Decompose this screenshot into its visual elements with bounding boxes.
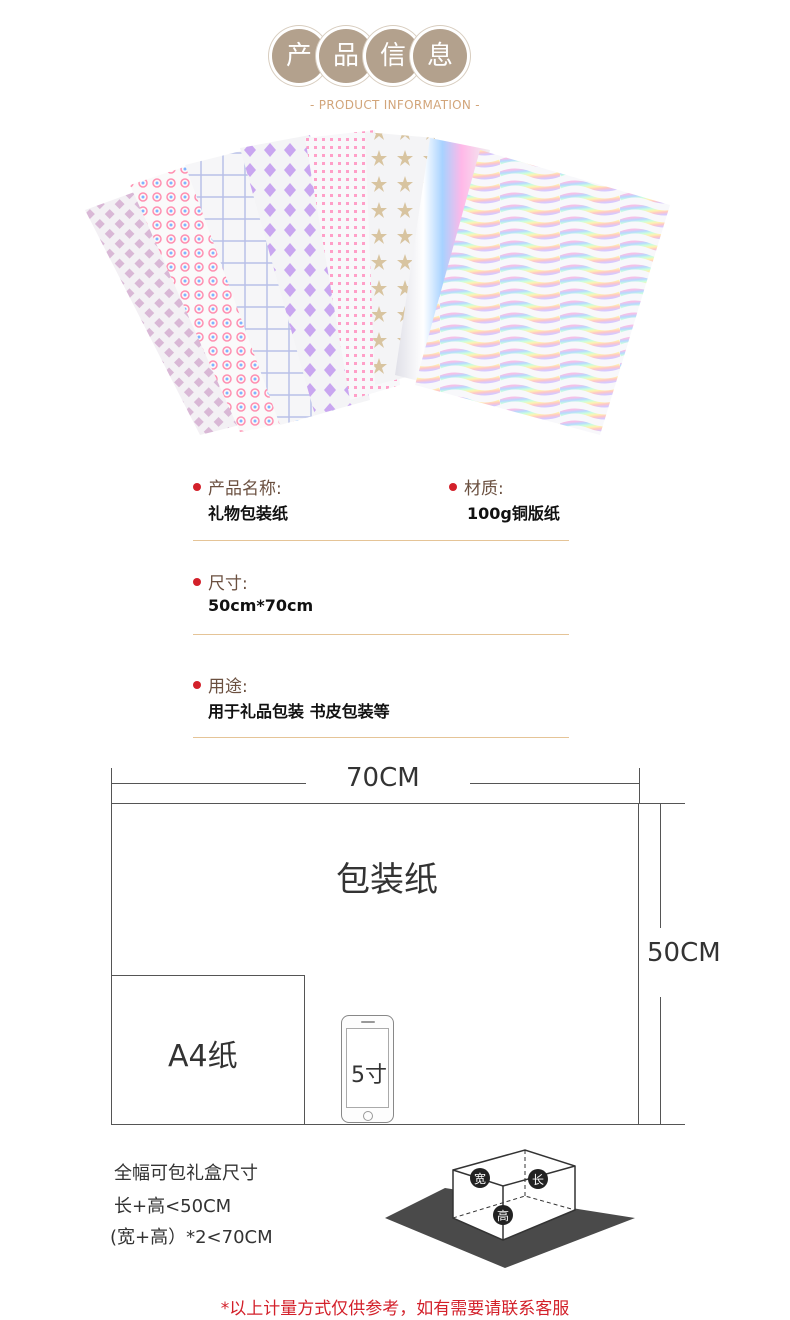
disclaimer-text: *以上计量方式仅供参考，如有需要请联系客服 [220,1299,570,1319]
width-dimension: 70CM [346,763,420,793]
box-width-label: 宽 [474,1171,486,1186]
dimension-line [470,783,639,784]
phone-home-button [363,1111,373,1121]
title-char-2: 品 [319,29,373,83]
wrapping-paper-label: 包装纸 [336,860,438,900]
title-char-4: 息 [413,29,467,83]
separator [193,540,569,541]
box-length-label: 长 [532,1173,544,1187]
dimension-line [660,997,661,1124]
usage-value: 用于礼品包装 书皮包装等 [208,702,390,721]
bullet-icon [193,578,201,586]
title-char-1: 产 [272,29,326,83]
product-name-label: 产品名称: [193,474,282,499]
dimension-tick [639,1124,685,1125]
a4-outline [111,975,305,1125]
box-note-line3: (宽+高）*2<70CM [110,1227,273,1248]
gift-box-illustration: 宽 长 高 [385,1149,635,1268]
usage-label: 用途: [193,672,248,697]
a4-label: A4纸 [168,1039,238,1074]
dimension-line [660,803,661,928]
phone-screen [346,1028,389,1108]
dimension-tick [111,768,112,804]
product-photo [80,120,680,440]
box-note-line2: 长+高<50CM [114,1196,232,1217]
product-name-value: 礼物包装纸 [208,504,289,523]
phone-label: 5寸 [351,1063,387,1088]
dimension-line [111,783,306,784]
material-value: 100g铜版纸 [467,504,560,523]
bullet-icon [449,483,457,491]
separator [193,634,569,635]
phone-speaker [361,1021,375,1023]
material-label: 材质: [449,474,504,499]
dimension-tick [639,803,685,804]
box-note-line1: 全幅可包礼盒尺寸 [114,1163,258,1184]
box-height-label: 高 [497,1208,509,1223]
dimension-tick [639,768,640,804]
height-dimension: 50CM [647,938,721,968]
bullet-icon [193,681,201,689]
separator [193,737,569,738]
bullet-icon [193,483,201,491]
size-value: 50cm*70cm [208,596,314,615]
size-label: 尺寸: [193,569,248,594]
wrapping-paper-outline [111,803,639,1125]
section-subtitle: - PRODUCT INFORMATION - [310,98,480,112]
title-char-3: 信 [366,29,420,83]
